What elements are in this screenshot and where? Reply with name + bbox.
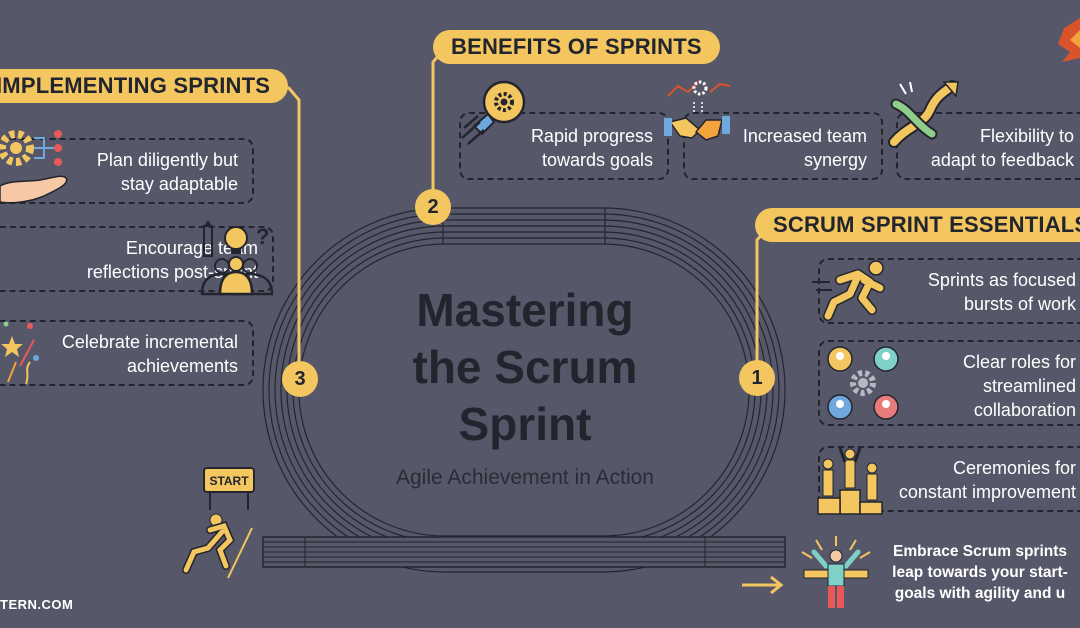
benefit-card-flexibility: Flexibility to adapt to feedback — [896, 112, 1080, 180]
leaf-icon — [1058, 18, 1080, 62]
essentials-connector — [755, 224, 772, 362]
implementing-title: IMPLEMENTING SPRINTS — [0, 69, 289, 103]
card-line: collaboration — [973, 400, 1076, 420]
essentials-number: 1 — [739, 360, 775, 396]
main-subtitle: Agile Achievement in Action — [396, 466, 654, 489]
handshake-icon — [664, 80, 731, 141]
lightbulb-gear-icon — [461, 80, 526, 145]
benefits-title: BENEFITS OF SPRINTS — [433, 30, 720, 64]
essentials-card-ceremonies: Ceremonies for constant improvement — [818, 446, 1080, 512]
hand-gear-icon — [0, 130, 68, 204]
winner-icon — [801, 536, 871, 608]
start-sign-label: START — [209, 474, 249, 488]
card-line: Clear roles for — [962, 352, 1076, 372]
card-line: streamlined — [982, 376, 1076, 396]
main-title-line: Sprint — [458, 398, 592, 450]
card-line: Sprints as focused — [927, 270, 1076, 290]
card-line: Celebrate incremental — [61, 332, 238, 352]
benefit-card-rapid-progress: Rapid progress towards goals — [459, 112, 669, 180]
card-line: stay adaptable — [120, 174, 238, 194]
card-line: achievements — [126, 356, 238, 376]
implementing-card-celebrate: Celebrate incremental achievements — [0, 320, 254, 386]
essentials-card-clear-roles: Clear roles for streamlined collaboratio… — [818, 340, 1080, 426]
call-to-action: Embrace Scrum sprints leap towards your … — [880, 541, 1080, 604]
main-title-line: the Scrum — [412, 341, 638, 393]
benefit-card-team-synergy: Increased team synergy — [683, 112, 883, 180]
main-title: Mastering the Scrum Sprint — [360, 282, 690, 453]
cta-arrow-icon — [742, 575, 784, 595]
benefits-connector — [431, 46, 448, 190]
essentials-title: SCRUM SPRINT ESSENTIALS — [755, 208, 1080, 242]
cta-line: leap towards your start- — [892, 564, 1068, 581]
benefits-number: 2 — [415, 189, 451, 225]
cta-line: goals with agility and u — [894, 585, 1066, 602]
card-line: Encourage team — [125, 238, 258, 258]
card-line: synergy — [803, 150, 867, 170]
implementing-card-plan: Plan diligently but stay adaptable — [0, 138, 254, 204]
card-line: Flexibility to — [979, 126, 1074, 146]
celebration-icon — [1, 321, 39, 385]
card-line: bursts of work — [963, 294, 1076, 314]
implementing-number: 3 — [282, 361, 318, 397]
runner-icon — [812, 260, 885, 321]
team-idea-icon: ? — [200, 220, 274, 296]
card-line: Increased team — [742, 126, 867, 146]
card-line: Rapid progress — [530, 126, 653, 146]
footer-brand: TERN.COM — [0, 597, 74, 612]
card-line: Plan diligently but — [96, 150, 238, 170]
svg-text:?: ? — [256, 224, 269, 249]
implementing-connector — [286, 86, 301, 362]
start-runners-icon: START — [182, 467, 255, 579]
card-line: constant improvement — [898, 482, 1076, 502]
cta-line: Embrace Scrum sprints — [892, 543, 1067, 560]
main-title-line: Mastering — [416, 284, 634, 336]
podium-icon — [817, 447, 883, 515]
arrow-shuffle-icon — [888, 80, 959, 148]
card-line: towards goals — [541, 150, 653, 170]
team-gear-icon — [827, 346, 899, 420]
card-line: Ceremonies for — [952, 458, 1076, 478]
card-line: adapt to feedback — [930, 150, 1074, 170]
essentials-card-focused-bursts: Sprints as focused bursts of work — [818, 258, 1080, 324]
